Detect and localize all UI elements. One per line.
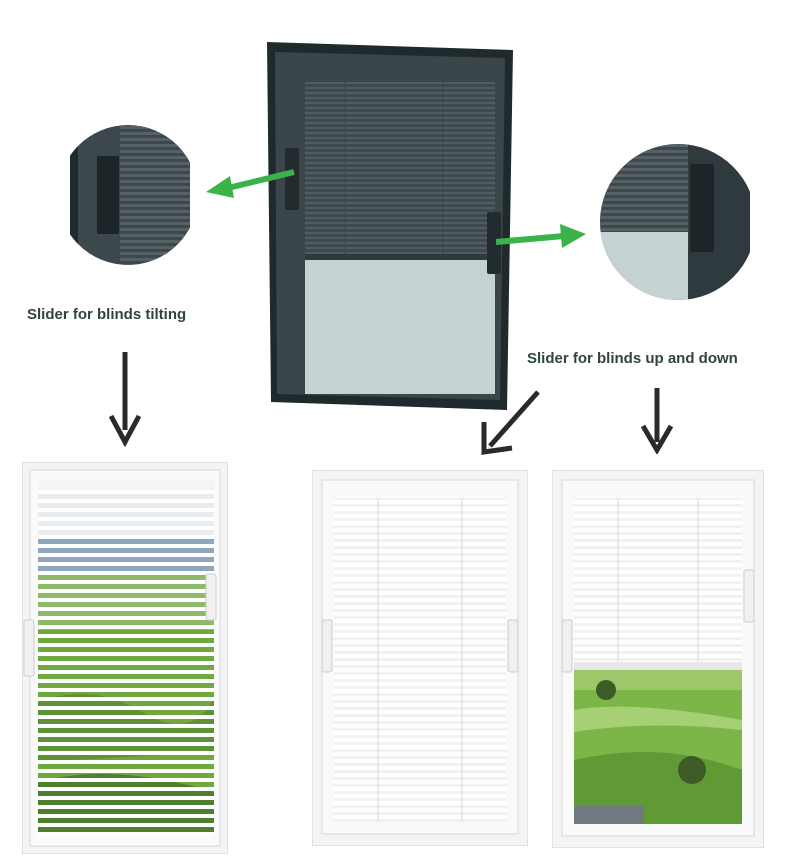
closed-blinds-window <box>312 470 528 846</box>
main-window-illustration <box>267 42 513 410</box>
updown-slider-label: Slider for blinds up and down <box>527 350 738 367</box>
arrow-down-dark-icon <box>640 388 674 454</box>
tilt-slider-zoom <box>70 125 190 265</box>
arrow-down-dark-icon <box>108 352 142 448</box>
raised-blinds-window <box>552 470 764 848</box>
arrow-right-green-icon <box>495 224 586 248</box>
arrow-left-green-icon <box>206 169 295 198</box>
updown-slider-zoom <box>600 144 750 300</box>
tilt-slider-label: Slider for blinds tilting <box>27 306 187 323</box>
arrow-diagonal-dark-icon <box>481 390 540 455</box>
tilted-blinds-window <box>22 462 228 854</box>
